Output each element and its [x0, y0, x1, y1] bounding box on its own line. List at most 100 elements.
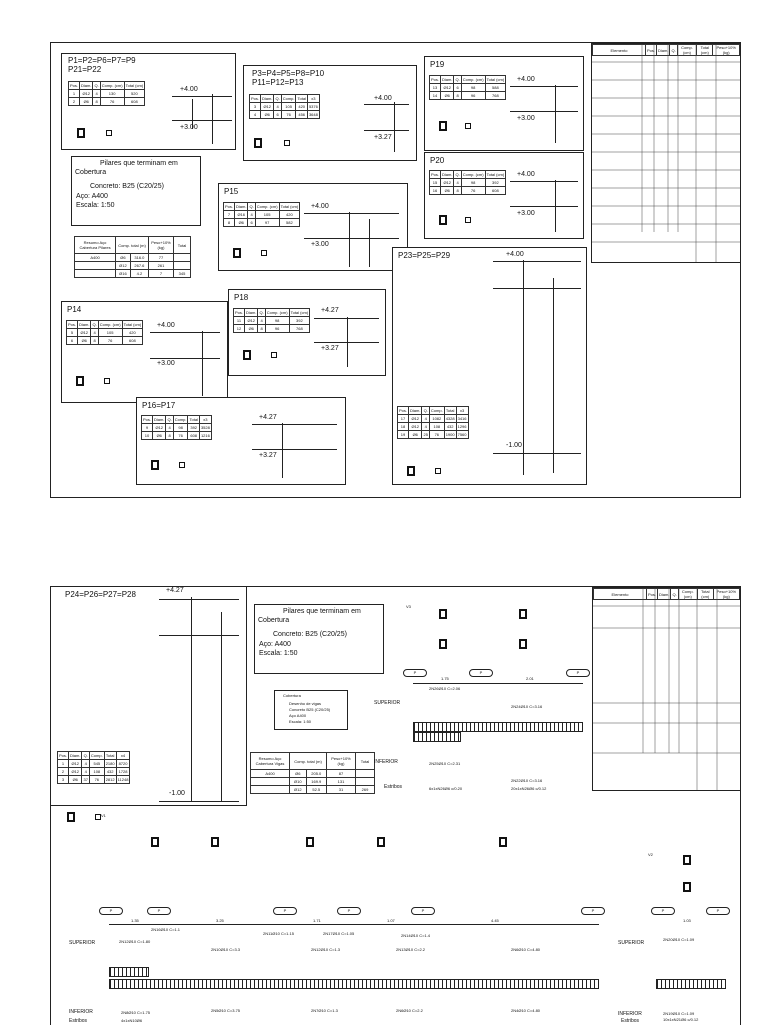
pillar-title: P18 [234, 293, 249, 302]
stirrup-shape [261, 250, 267, 256]
beam-elevation [109, 967, 149, 977]
level-bottom: -1.00 [506, 442, 522, 449]
column-section [77, 128, 85, 138]
level-bottom: +3.00 [157, 360, 175, 367]
pillar-detail-p24: P24=P26=P27=P28 +4.27 -1.00 Pos.Diam.Q.C… [51, 587, 247, 822]
pillar-detail-p1: P1=P2=P6=P7=P9 P21=P22 Pos.Diam.Q.Comp. … [61, 53, 236, 150]
level-bottom: +3.00 [517, 115, 535, 122]
pillar-title: P15 [224, 187, 239, 196]
level-top: +4.00 [180, 86, 198, 93]
rebar-label: 2N13Ø10 C=2.2 [396, 947, 426, 952]
beam-section [683, 882, 691, 892]
beam-elevation [109, 979, 599, 989]
section-label: SUPERIOR [618, 940, 645, 946]
legend-line: Escala: 1:50 [259, 650, 298, 657]
span-length: 1.71 [313, 918, 321, 923]
beam-section [439, 639, 447, 649]
pillar-detail-p3: P3=P4=P5=P8=P10 P11=P12=P13 Pos.Diam.Q.C… [243, 65, 417, 161]
pillar-title: P19 [430, 60, 445, 69]
support-label: P [566, 669, 590, 677]
column-section [67, 812, 75, 822]
stirrup-shape [284, 140, 290, 146]
span-length: 3.25 [216, 918, 224, 923]
column-section [233, 248, 241, 258]
support-label: P [273, 907, 297, 915]
support-label: P [581, 907, 605, 915]
level-top: +4.00 [157, 322, 175, 329]
rebar-label: 2N11Ø10 C=1.15 [263, 931, 294, 936]
beam-section [151, 837, 159, 847]
beam-section [519, 609, 527, 619]
legend-line: Cobertura [258, 617, 290, 624]
elements-grid [592, 44, 740, 262]
column-section [407, 466, 415, 476]
span-length: 1.75 [441, 676, 449, 681]
section-label: INFERIOR [618, 1011, 642, 1017]
support-label: P [99, 907, 123, 915]
beam-section [519, 639, 527, 649]
level-top: +4.00 [506, 251, 524, 258]
stirrup-label: 6x1xN26Ø6 c/0.20 [429, 786, 463, 791]
drawing-sheet-1: P1=P2=P6=P7=P9 P21=P22 Pos.Diam.Q.Comp. … [50, 42, 741, 498]
beam-section [306, 837, 314, 847]
level-top: +4.00 [311, 203, 329, 210]
pillar-title: P24=P26=P27=P28 [65, 590, 136, 599]
level-bottom: +3.00 [180, 124, 198, 131]
column-section [243, 350, 251, 360]
rebar-label: 2N17Ø10 C=1.05 [323, 931, 355, 936]
rebar-label: 2N20Ø10 C=1.09 [663, 937, 695, 942]
level-bottom: +3.27 [321, 345, 339, 352]
pillar-detail-p23: P23=P25=P29 +4.00 -1.00 Pos.Diam.Q.Comp.… [392, 247, 587, 485]
stirrup-shape [271, 352, 277, 358]
beam-section [377, 837, 385, 847]
stirrup-label: 10x1xN21Ø6 c/0.12 [663, 1017, 699, 1022]
support-label: P [411, 907, 435, 915]
level-bottom: +3.00 [517, 210, 535, 217]
level-bottom: -1.00 [169, 790, 185, 797]
level-top: +4.00 [517, 171, 535, 178]
stirrup-shape [465, 217, 471, 223]
legend-line: Pilares que terminam em [283, 608, 361, 615]
rebar-label: 2N14Ø10 C=1.4 [401, 933, 431, 938]
rebar-label: 2N6Ø10 C=4.80 [511, 947, 541, 952]
pillar-title: P16=P17 [142, 401, 176, 410]
span-length: 1.03 [683, 918, 691, 923]
section-label: SUPERIOR [374, 700, 401, 706]
level-top: +4.27 [259, 414, 277, 421]
legend-box: Pilares que terminam em Cobertura Concre… [254, 604, 384, 674]
rebar-label: 2N5Ø10 C=3.75 [211, 1008, 241, 1013]
pillar-title: P20 [430, 156, 445, 165]
section-label: Estribos [621, 1018, 640, 1024]
level-bottom: +3.27 [259, 452, 277, 459]
rebar-label: 2N19Ø10 C=1.09 [663, 1011, 695, 1016]
legend-line: Concreto: B25 (C20/25) [273, 631, 347, 638]
stirrup-label: 4x1xN10Ø6 [121, 1018, 143, 1023]
level-top: +4.27 [321, 307, 339, 314]
stirrup-shape [95, 814, 101, 820]
rebar-label: 2N7Ø10 C=1.3 [311, 1008, 338, 1013]
stirrup-shape [179, 462, 185, 468]
rebar-label: 2N4Ø10 C=4.80 [511, 1008, 541, 1013]
drawing-sheet-2: P24=P26=P27=P28 +4.27 -1.00 Pos.Diam.Q.C… [50, 586, 741, 1025]
section-label: Estribos [69, 1018, 88, 1024]
beam-label: V3 [406, 604, 411, 609]
beam-section [683, 855, 691, 865]
level-bottom: +3.27 [374, 134, 392, 141]
beam-elevation [413, 732, 461, 742]
stirrup-shape [435, 468, 441, 474]
column-section [76, 376, 84, 386]
rebar-label: 2N8Ø10 C=1.75 [121, 1010, 151, 1015]
rebar-label: 2N16Ø10 C=1.1 [151, 927, 181, 932]
elements-grid [593, 588, 740, 790]
